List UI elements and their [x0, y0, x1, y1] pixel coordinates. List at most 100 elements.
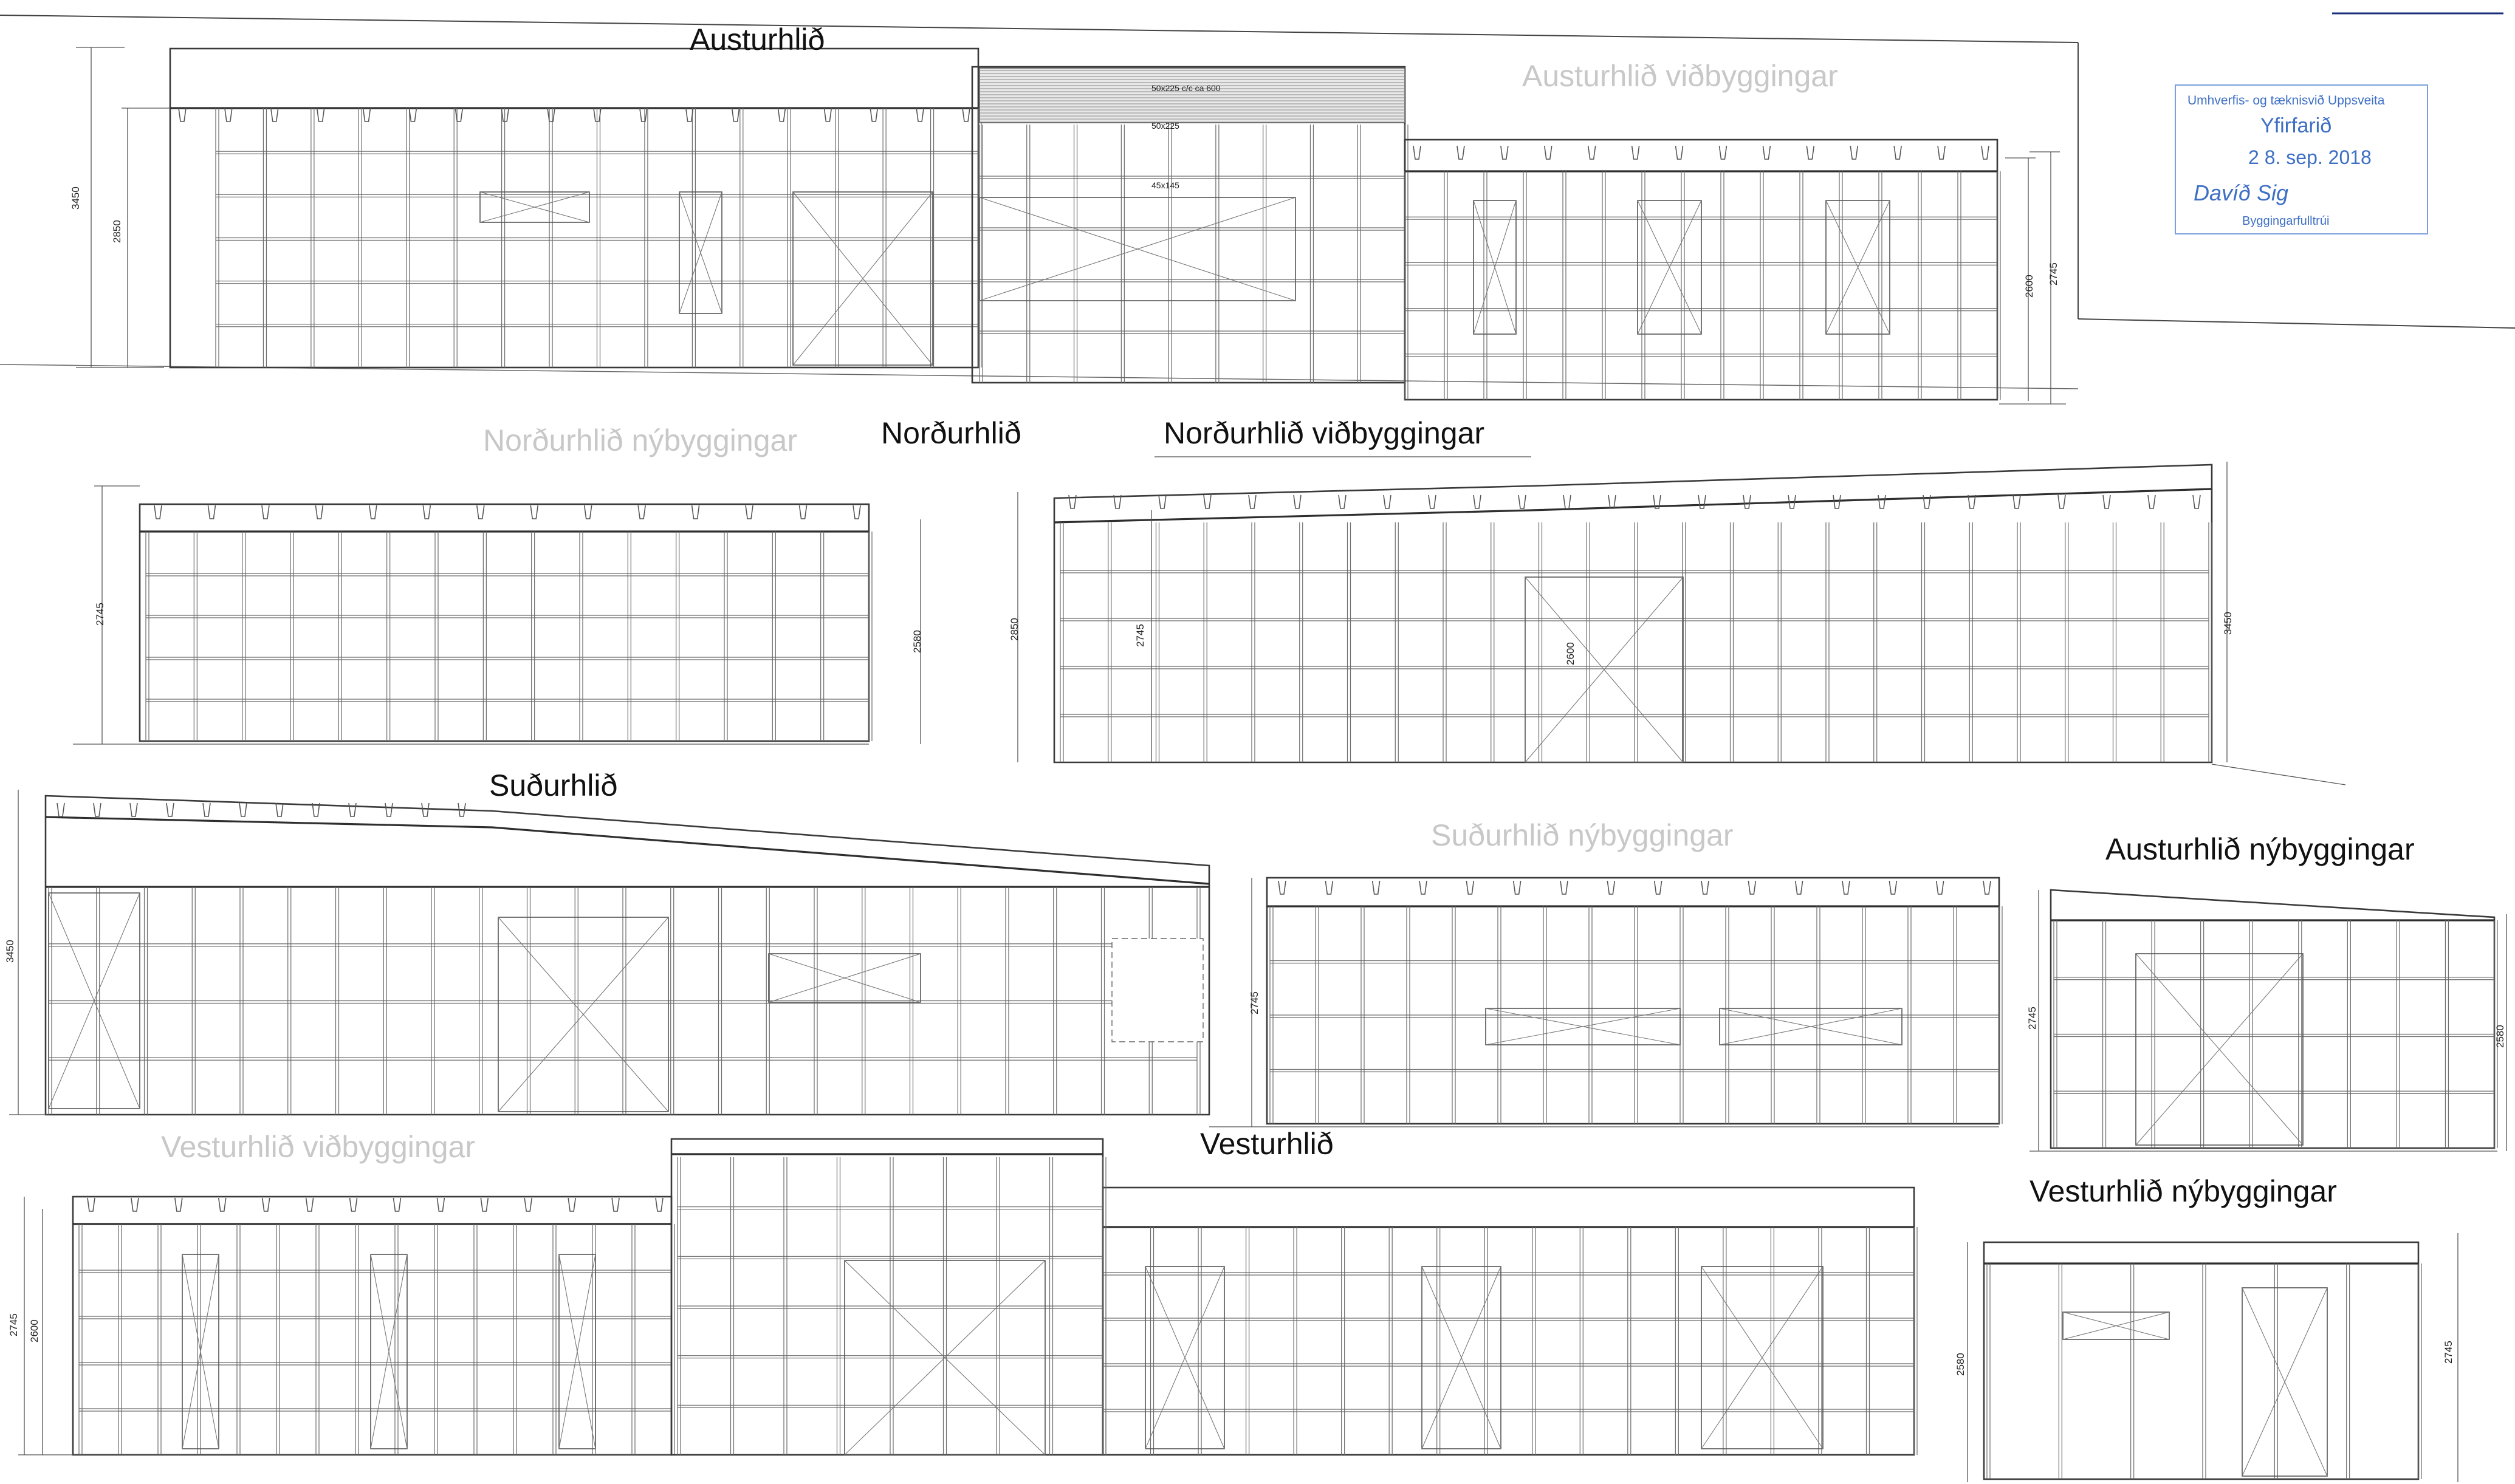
framing-grid: [215, 108, 982, 368]
rafter-ends: [154, 505, 861, 519]
austurhlid-elevation: [169, 47, 982, 369]
diagonal-bracing: [1719, 1008, 1903, 1045]
stamp-role: Byggingarfulltrúi: [2242, 214, 2329, 228]
rafter-section-hatch: [979, 67, 1405, 123]
diagonal-bracing: [979, 197, 1296, 301]
sheet-borders: [0, 12, 2503, 389]
dimension-2580-nordurhlid-nybygging: 2580: [911, 519, 923, 744]
framing-grid: [979, 125, 1408, 383]
diagonal-bracing: [182, 1254, 219, 1449]
stud-annotation: 45x145: [1151, 180, 1179, 190]
dimension-3450-nordurhlid: 3450: [2211, 462, 2346, 785]
dimension-3450-austurhlid: 3450: [70, 47, 164, 368]
dim-label: 2850: [111, 220, 123, 243]
dim-label: 2745: [8, 1313, 19, 1336]
joist-annotation: 50x225: [1151, 121, 1179, 131]
title-nordurhlid-vidbyggingar: Norðurhlið viðbyggingar: [1164, 416, 1484, 450]
dimension-2600-nordurhlid: 2600: [1565, 642, 1576, 665]
dimension-2745-sudurhlid-nybygging: 2745: [1209, 878, 1999, 1127]
nordurhlid-vidbyggingar-elevation: [1053, 463, 2213, 764]
rafter-ends: [1068, 494, 2201, 509]
dim-label: 2745: [2048, 262, 2059, 286]
rafter-annotation: 50x225 c/c ca 600: [1151, 83, 1221, 93]
title-sudurhlid: Suðurhlið: [489, 768, 617, 802]
dim-label: 2745: [1134, 624, 1146, 647]
title-austurhlid-nybyggingar: Austurhlið nýbyggingar: [2105, 832, 2415, 866]
rafter-ends: [178, 108, 970, 122]
dim-label: 2745: [94, 603, 106, 626]
title-vesturhlid: Vesturhlið: [1200, 1127, 1334, 1161]
sudurhlid-nybyggingar-elevation: [1266, 877, 2003, 1125]
title-sudurhlid-nybyggingar: Suðurhlið nýbyggingar: [1431, 818, 1734, 852]
austurhlid-nybyggingar-elevation: [2050, 889, 2498, 1149]
nordurhlid-nybyggingar-elevation: [139, 503, 873, 742]
stamp-signature: Davíð Sig: [2194, 180, 2288, 205]
diagonal-bracing: [1421, 1266, 1501, 1449]
dimension-2580-austurhlid-nybygging: 2580: [2494, 914, 2507, 1151]
rafter-ends: [57, 802, 466, 817]
stamp-department: Umhverfis- og tæknisvið Uppsveita: [2187, 94, 2385, 108]
diagonal-bracing: [498, 917, 669, 1112]
dimension-2745-nordurhlid-nybygging: 2745: [73, 485, 869, 745]
title-nordurhlid: Norðurhlið: [881, 416, 1021, 450]
austurhlid-vidbygging-center: 50x225 c/c ca 600 50x225 45x145: [971, 66, 1408, 384]
framing-grid: [1269, 906, 2003, 1124]
framing-grid: [1986, 1263, 2422, 1479]
framing-grid: [2053, 920, 2498, 1148]
framing-grid: [78, 1224, 675, 1455]
approval-stamp: Umhverfis- og tæknisvið Uppsveita Yfirfa…: [2175, 84, 2428, 234]
dim-label: 2600: [2023, 275, 2035, 298]
dimension-2745-nordurhlid: 2745: [1134, 510, 1152, 762]
diagonal-bracing: [792, 191, 933, 366]
framing-grid: [1060, 522, 2212, 762]
vesturhlid-elevation: [670, 1138, 1918, 1456]
dimension-2745-vesturhlid-nybygging: 2745: [2443, 1233, 2458, 1482]
stamp-panel-border: [2078, 318, 2515, 329]
diagonal-bracing: [2062, 1311, 2170, 1340]
diagonal-bracing: [370, 1254, 408, 1449]
dimension-2745-austurhlid-vidbygging: 2745: [1999, 151, 2066, 405]
diagonal-bracing: [2135, 953, 2304, 1146]
stamp-date: 2 8. sep. 2018: [2248, 146, 2372, 168]
dim-label: 2745: [2443, 1341, 2454, 1364]
dim-label: 2580: [911, 630, 923, 653]
diagonal-bracing: [844, 1260, 1046, 1455]
vesturhlid-nybyggingar-elevation: [1983, 1241, 2422, 1480]
dim-label: 2580: [1955, 1353, 1966, 1376]
rafter-ends: [1413, 145, 1989, 160]
dim-label: 3450: [70, 186, 81, 210]
stamp-status: Yfirfarið: [2260, 114, 2331, 137]
dim-label: 2850: [1009, 618, 1020, 641]
dim-label: 3450: [4, 940, 16, 963]
framing-grid: [48, 887, 1201, 1115]
diagonal-bracing: [1473, 200, 1517, 335]
vesturhlid-vidbyggingar-elevation: [72, 1195, 675, 1456]
dimension-2850-austurhlid: 2850: [111, 108, 170, 368]
diagonal-bracing: [679, 191, 722, 314]
diagonal-bracing: [48, 892, 140, 1109]
dimension-2745-vesturhlid-vidbygging: 2745: [8, 1197, 671, 1455]
rafter-ends: [1278, 880, 1991, 895]
dim-label: 2600: [29, 1319, 40, 1342]
title-austurhlid: Austurhlið: [690, 22, 825, 56]
diagonal-bracing: [2242, 1287, 2328, 1477]
dim-label: 2580: [2494, 1025, 2506, 1048]
rafter-ends: [87, 1197, 664, 1212]
austurhlid-vidbyggingar-elevation: [1404, 138, 2001, 401]
dimension-2850-nordurhlid: 2850: [1009, 492, 1020, 762]
diagonal-bracing: [1485, 1008, 1681, 1045]
title-vesturhlid-vidbyggingar: Vesturhlið viðbyggingar: [161, 1130, 475, 1164]
dim-label: 2745: [1249, 991, 1260, 1014]
dim-label: 2745: [2026, 1007, 2038, 1030]
sudurhlid-elevation: [44, 795, 1210, 1116]
dimension-3450-sudurhlid: 3450: [4, 790, 49, 1115]
diagonal-bracing: [1637, 200, 1702, 335]
title-nordurhlid-nybyggingar: Norðurhlið nýbyggingar: [483, 423, 797, 457]
dim-label: 2600: [1565, 642, 1576, 665]
title-austurhlid-vidbyggingar: Austurhlið viðbyggingar: [1522, 59, 1838, 93]
dimension-2600-austurhlid-vidbygging: 2600: [2005, 157, 2036, 401]
framing-grid: [1404, 171, 2001, 400]
diagonal-bracing: [1825, 200, 1890, 335]
diagonal-bracing: [558, 1254, 596, 1449]
